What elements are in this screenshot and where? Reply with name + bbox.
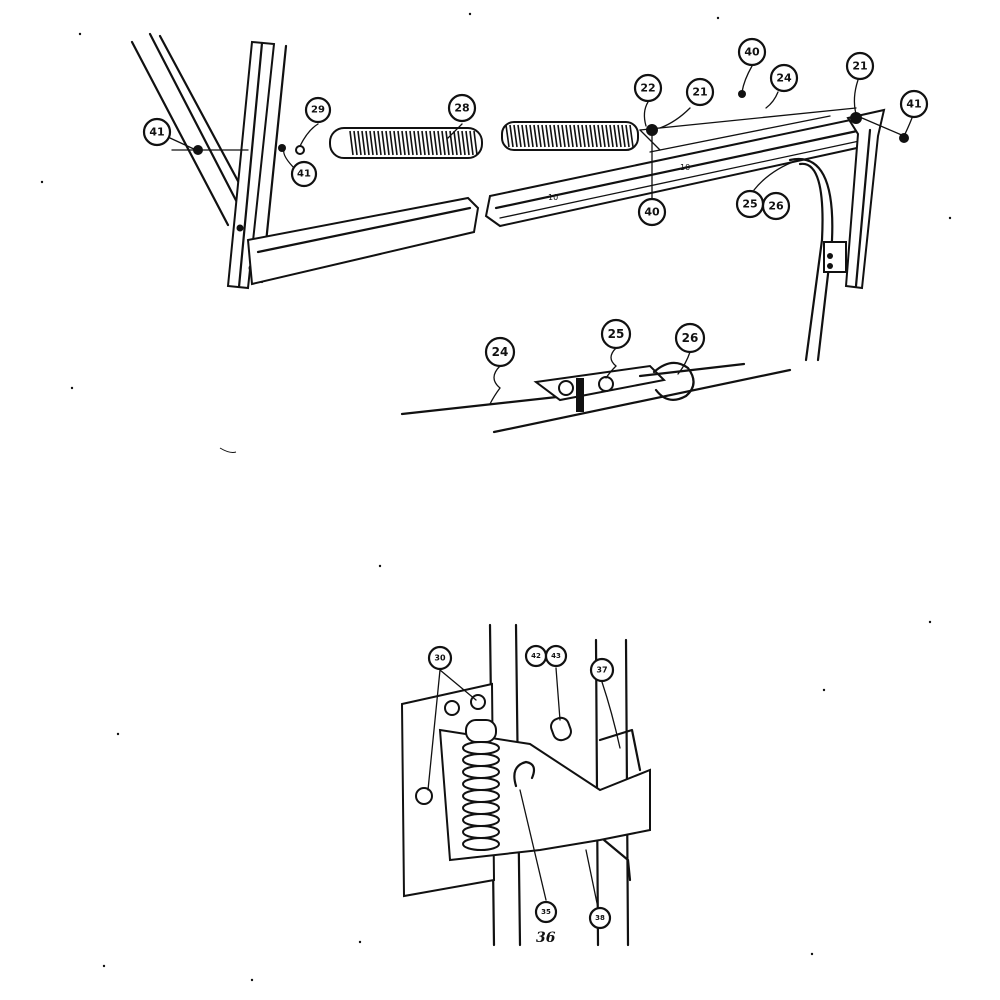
cable-clamp-detail — [400, 361, 792, 434]
fasteners-top — [171, 90, 909, 155]
svg-text:26: 26 — [682, 331, 699, 345]
rail-mark-b: 10 — [680, 163, 690, 172]
svg-text:29: 29 — [311, 105, 325, 116]
diagonal-brace — [130, 32, 248, 227]
callout-bot-35: 35 — [534, 900, 558, 924]
rail-mark-a: 10 — [548, 193, 558, 202]
svg-text:26: 26 — [768, 200, 784, 213]
callout-top-25: 25 — [735, 159, 799, 219]
callout-bot-43: 43 — [544, 644, 568, 721]
callout-top-29: 29 — [299, 96, 332, 147]
callout-bot-38: 38 — [585, 849, 612, 930]
svg-text:43: 43 — [551, 652, 561, 660]
horizontal-angle-left — [246, 196, 480, 286]
svg-text:37: 37 — [596, 666, 607, 675]
svg-text:40: 40 — [644, 206, 660, 219]
hinge-spring-detail — [400, 623, 651, 947]
callout-top-28: 28 — [447, 93, 477, 139]
scan-specks — [40, 12, 952, 982]
callout-bot-42: 42 — [524, 644, 548, 668]
callout-top-right-41: 41 — [899, 89, 929, 137]
svg-text:41: 41 — [149, 126, 164, 139]
callout-top-22: 22 — [633, 73, 663, 127]
callout-top-41b: 41 — [283, 149, 318, 188]
svg-text:24: 24 — [776, 72, 792, 85]
callout-bot-30: 30 — [427, 645, 477, 791]
overhead-assembly: 10 10 — [130, 32, 909, 362]
svg-text:30: 30 — [434, 654, 446, 663]
svg-text:40: 40 — [744, 46, 760, 59]
callout-top-26: 26 — [761, 191, 791, 221]
callout-mid-26: 26 — [674, 322, 706, 375]
svg-text:22: 22 — [640, 82, 655, 95]
callout-top-24: 24 — [765, 63, 799, 109]
callout-top-21b: 21 — [845, 51, 875, 115]
callout-top-left-41: 41 — [142, 117, 197, 151]
svg-text:21: 21 — [692, 86, 707, 99]
svg-text:38: 38 — [595, 914, 605, 922]
callout-bot-37: 37 — [589, 657, 621, 749]
svg-text:25: 25 — [742, 198, 757, 211]
svg-text:28: 28 — [454, 102, 469, 115]
lift-cable — [639, 107, 905, 153]
svg-text:35: 35 — [541, 908, 551, 916]
vertical-frame-member — [226, 40, 288, 290]
callout-mid-25: 25 — [600, 318, 632, 379]
callout-top-21a: 21 — [659, 77, 715, 129]
callout-top-40a: 40 — [737, 37, 767, 93]
svg-text:41: 41 — [906, 98, 921, 111]
svg-text:24: 24 — [492, 345, 509, 359]
callout-mid-24: 24 — [484, 336, 516, 405]
svg-text:25: 25 — [608, 327, 625, 341]
svg-text:41: 41 — [297, 169, 311, 180]
curved-track — [788, 108, 886, 362]
extension-spring — [329, 121, 639, 159]
handwritten-36: 36 — [536, 930, 556, 946]
callout-top-40b: 40 — [637, 135, 667, 227]
svg-text:42: 42 — [531, 652, 541, 660]
svg-text:21: 21 — [852, 60, 867, 73]
